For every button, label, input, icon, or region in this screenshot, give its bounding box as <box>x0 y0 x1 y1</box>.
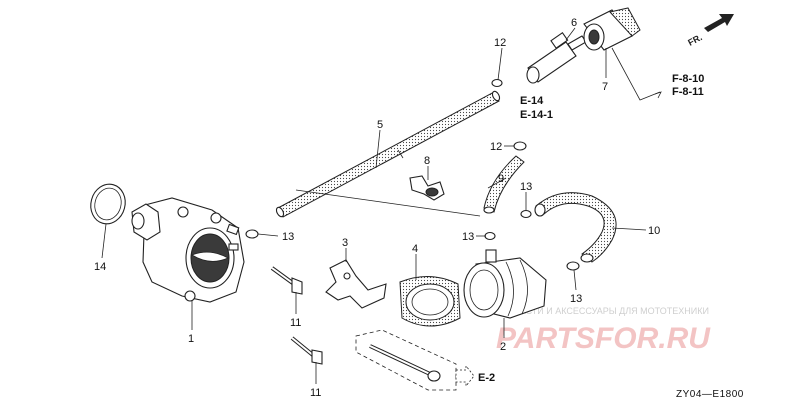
clip-part-13-c <box>520 209 532 219</box>
throttle-body-part-1 <box>131 197 245 303</box>
bolt-part-11-upper <box>270 266 303 295</box>
callout-7: 7 <box>602 81 608 93</box>
hose-part-10 <box>534 192 617 263</box>
clip-part-12-upper <box>491 78 503 88</box>
valve-part-6 <box>526 31 587 84</box>
reference-pointer-f8 <box>611 47 662 101</box>
band-part-4 <box>399 276 461 327</box>
callout-11-lower: 11 <box>310 387 321 399</box>
callout-5: 5 <box>377 119 383 131</box>
callout-3: 3 <box>342 237 348 249</box>
callout-2: 2 <box>500 341 506 353</box>
callout-13-d: 13 <box>570 293 582 305</box>
callout-14: 14 <box>94 261 106 273</box>
watermark-logo: PARTSFOR.RU <box>496 322 711 355</box>
connector-part-7 <box>583 7 641 51</box>
clip-part-13-d <box>566 261 580 271</box>
duct-part-2 <box>463 249 547 319</box>
callout-1: 1 <box>188 333 194 345</box>
ref-f8-10: F-8-10 <box>672 73 704 85</box>
callout-10: 10 <box>648 225 660 237</box>
watermark-text: ЗАПЧАСТИ И АКСЕССУАРЫ ДЛЯ МОТОТЕХНИКИ <box>496 306 709 316</box>
callout-8: 8 <box>424 155 430 167</box>
callout-11-upper: 11 <box>290 317 301 329</box>
callout-13-a: 13 <box>282 231 294 243</box>
bolt-part-11-lower <box>290 336 323 365</box>
clamp-part-8 <box>409 175 445 201</box>
callout-13-b: 13 <box>462 231 474 243</box>
front-arrow: FR. <box>686 14 734 48</box>
ref-e14-1: E-14-1 <box>520 109 553 121</box>
callout-13-c: 13 <box>520 181 532 193</box>
leader-lines <box>101 27 647 384</box>
o-ring-part-14 <box>90 183 126 225</box>
bracket-part-3 <box>325 259 387 309</box>
ref-e14: E-14 <box>520 95 544 107</box>
callout-6: 6 <box>571 17 577 29</box>
diagram-code: ZY04—E1800 <box>676 389 744 400</box>
callout-4: 4 <box>412 243 418 255</box>
hose-part-9 <box>483 155 525 214</box>
clip-part-13-a <box>245 229 259 239</box>
clip-part-13-b <box>484 231 496 241</box>
ref-f8-11: F-8-11 <box>672 86 704 98</box>
front-arrow-label: FR. <box>686 32 703 48</box>
callout-12-upper: 12 <box>494 37 506 49</box>
reference-box-e2 <box>355 329 475 391</box>
callout-12-lower: 12 <box>490 141 502 153</box>
ref-e2: E-2 <box>478 372 495 384</box>
clip-part-12-lower <box>513 141 527 151</box>
rod-part-5 <box>275 90 501 218</box>
callout-9: 9 <box>498 173 504 185</box>
